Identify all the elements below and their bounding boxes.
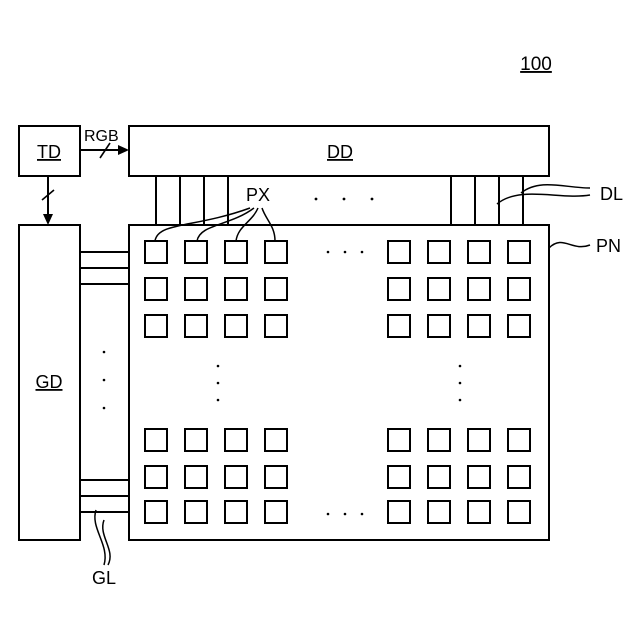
pixel-array [145, 241, 530, 523]
pixel [508, 429, 530, 451]
pixel [225, 501, 247, 523]
pixel [428, 429, 450, 451]
rgb-signal-label: RGB [84, 128, 119, 145]
ellipsis-dot [459, 365, 462, 368]
pixel [388, 315, 410, 337]
pixel [468, 501, 490, 523]
pixel [145, 429, 167, 451]
td-to-gd-arrowhead [43, 214, 53, 225]
pixel [388, 501, 410, 523]
gl-leader-line [103, 520, 110, 565]
ellipsis-pixel-row-bottom [327, 513, 364, 516]
pixel [428, 315, 450, 337]
pixel [145, 278, 167, 300]
ellipsis-dot [459, 399, 462, 402]
pixel [508, 278, 530, 300]
pixel [145, 466, 167, 488]
pixel [225, 278, 247, 300]
gl-leader-line [95, 510, 105, 565]
ellipsis-dot [361, 513, 364, 516]
data-line-callout-label: DL [600, 184, 623, 204]
pixel [265, 429, 287, 451]
pixel [468, 315, 490, 337]
pixel [185, 429, 207, 451]
pixel [428, 501, 450, 523]
gate-driver-label: GD [36, 372, 63, 392]
ellipsis-dot [344, 251, 347, 254]
pixel [428, 466, 450, 488]
dl-leader-line [497, 194, 590, 204]
pixel-callout-label: PX [246, 185, 270, 205]
ellipsis-dot [459, 382, 462, 385]
rgb-arrowhead [118, 145, 129, 155]
gate-line-callout-label: GL [92, 568, 116, 588]
pixel [388, 241, 410, 263]
gate-lines-group [80, 252, 129, 512]
ellipsis-dot [343, 198, 346, 201]
ellipsis-pixel-col-right [459, 365, 462, 402]
pixel [388, 466, 410, 488]
dl-leaders [497, 185, 590, 204]
ellipsis-dot [217, 365, 220, 368]
pixel [145, 315, 167, 337]
pixel [185, 466, 207, 488]
pixel [468, 278, 490, 300]
pixel [428, 278, 450, 300]
data-lines-group [156, 176, 523, 225]
pixel [428, 241, 450, 263]
ellipsis-dot [217, 399, 220, 402]
pixel [468, 466, 490, 488]
timing-controller-label: TD [37, 142, 61, 162]
ellipsis-dot [327, 251, 330, 254]
ellipsis-dot [103, 379, 106, 382]
dl-leader-line [521, 185, 590, 193]
ellipsis-gate-lines [103, 351, 106, 410]
pixel [388, 429, 410, 451]
pixel [508, 466, 530, 488]
panel-callout-label: PN [596, 236, 621, 256]
pixel [508, 315, 530, 337]
pixel [145, 241, 167, 263]
pixel [265, 241, 287, 263]
pixel [468, 241, 490, 263]
ellipsis-pixel-row-top [327, 251, 364, 254]
ellipsis-dot [315, 198, 318, 201]
pixel [508, 501, 530, 523]
pixel [145, 501, 167, 523]
pixel [265, 501, 287, 523]
ellipsis-dot [103, 407, 106, 410]
ellipsis-dot [103, 351, 106, 354]
gl-leaders [95, 510, 110, 565]
pixel [265, 278, 287, 300]
pixel [225, 466, 247, 488]
ellipsis-dot [344, 513, 347, 516]
ellipsis-dot [371, 198, 374, 201]
pixel [185, 501, 207, 523]
pixel [185, 278, 207, 300]
ellipsis-dot [327, 513, 330, 516]
ellipsis-dot [361, 251, 364, 254]
figure-ref-label: 100 [520, 54, 552, 75]
ellipsis-dot [217, 382, 220, 385]
pixel [508, 241, 530, 263]
pixel [185, 315, 207, 337]
display-panel [129, 225, 549, 540]
ellipsis-top [315, 198, 374, 201]
pn-leader-line [549, 243, 590, 248]
pixel [185, 241, 207, 263]
pixel [468, 429, 490, 451]
data-driver-label: DD [327, 142, 353, 162]
pixel [388, 278, 410, 300]
pixel [265, 315, 287, 337]
ellipsis-pixel-col-left [217, 365, 220, 402]
pixel [225, 241, 247, 263]
pixel [265, 466, 287, 488]
pixel [225, 429, 247, 451]
pixel [225, 315, 247, 337]
